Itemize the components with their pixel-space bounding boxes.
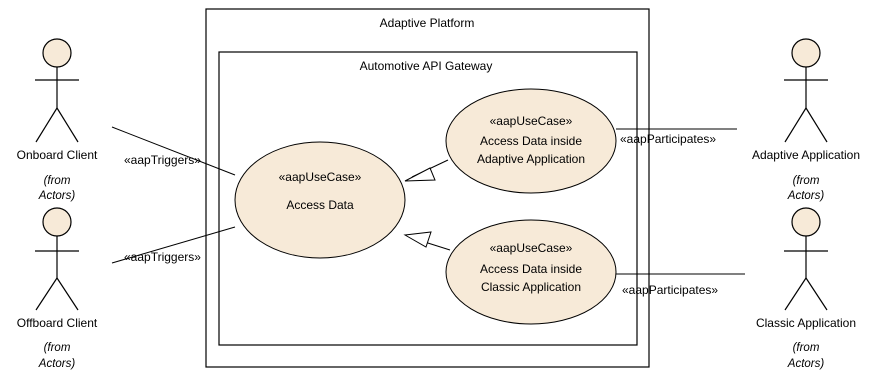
api-gateway-boundary	[218, 51, 638, 346]
use-case-access-data	[234, 141, 406, 259]
actor-onboard-from-line1: (from	[44, 175, 71, 187]
actor-onboard-from-line2: Actors)	[38, 190, 76, 202]
actor-adaptive-from-line2: Actors)	[787, 190, 825, 202]
offboard-association-line	[111, 226, 236, 264]
actor-adaptive-from-line1: (from	[793, 175, 820, 187]
actor-offboard-from-line1: (from	[44, 342, 71, 354]
use-case-access-adaptive-name-line2: Adaptive Application	[477, 152, 585, 166]
adaptive-platform-title: Adaptive Platform	[380, 16, 475, 30]
actor-offboard-from-line2: Actors)	[38, 358, 76, 370]
use-case-access-data-name: Access Data	[286, 198, 354, 212]
onboard-trigger-label: «aapTriggers»	[124, 153, 201, 167]
actor-onboard-client	[35, 38, 79, 143]
actor-offboard-client	[35, 207, 79, 311]
use-case-access-adaptive-name-line1: Access Data inside	[480, 134, 582, 148]
adaptive-platform-boundary	[205, 8, 650, 368]
use-case-access-classic-name-line1: Access Data inside	[480, 262, 582, 276]
onboard-association-line	[111, 126, 236, 176]
generalization-classic-arrowhead	[403, 231, 432, 248]
actor-offboard-name: Offboard Client	[17, 316, 98, 330]
actor-classic-name: Classic Application	[756, 316, 856, 330]
adaptive-participates-label: «aapParticipates»	[620, 132, 716, 146]
classic-participates-label: «aapParticipates»	[622, 283, 718, 297]
actor-classic-from-line2: Actors)	[787, 358, 825, 370]
actor-offboard-head	[42, 207, 72, 237]
use-case-access-data-stereotype: «aapUseCase»	[279, 170, 362, 184]
actor-classic-head	[791, 207, 821, 237]
generalization-adaptive-arrowhead	[404, 167, 436, 182]
use-case-access-classic-stereotype: «aapUseCase»	[490, 241, 573, 255]
actor-adaptive-head	[791, 38, 821, 68]
offboard-trigger-label: «aapTriggers»	[124, 250, 201, 264]
api-gateway-title: Automotive API Gateway	[360, 59, 493, 73]
use-case-access-adaptive	[445, 88, 617, 194]
actor-adaptive-name: Adaptive Application	[752, 148, 860, 162]
actor-onboard-head	[42, 38, 72, 68]
use-case-access-classic	[445, 219, 617, 325]
actor-onboard-name: Onboard Client	[17, 148, 98, 162]
actor-adaptive-application	[784, 38, 828, 143]
actor-classic-application	[784, 207, 828, 311]
use-case-access-adaptive-stereotype: «aapUseCase»	[490, 114, 573, 128]
use-case-access-classic-name-line2: Classic Application	[481, 280, 581, 294]
actor-classic-from-line1: (from	[793, 342, 820, 354]
